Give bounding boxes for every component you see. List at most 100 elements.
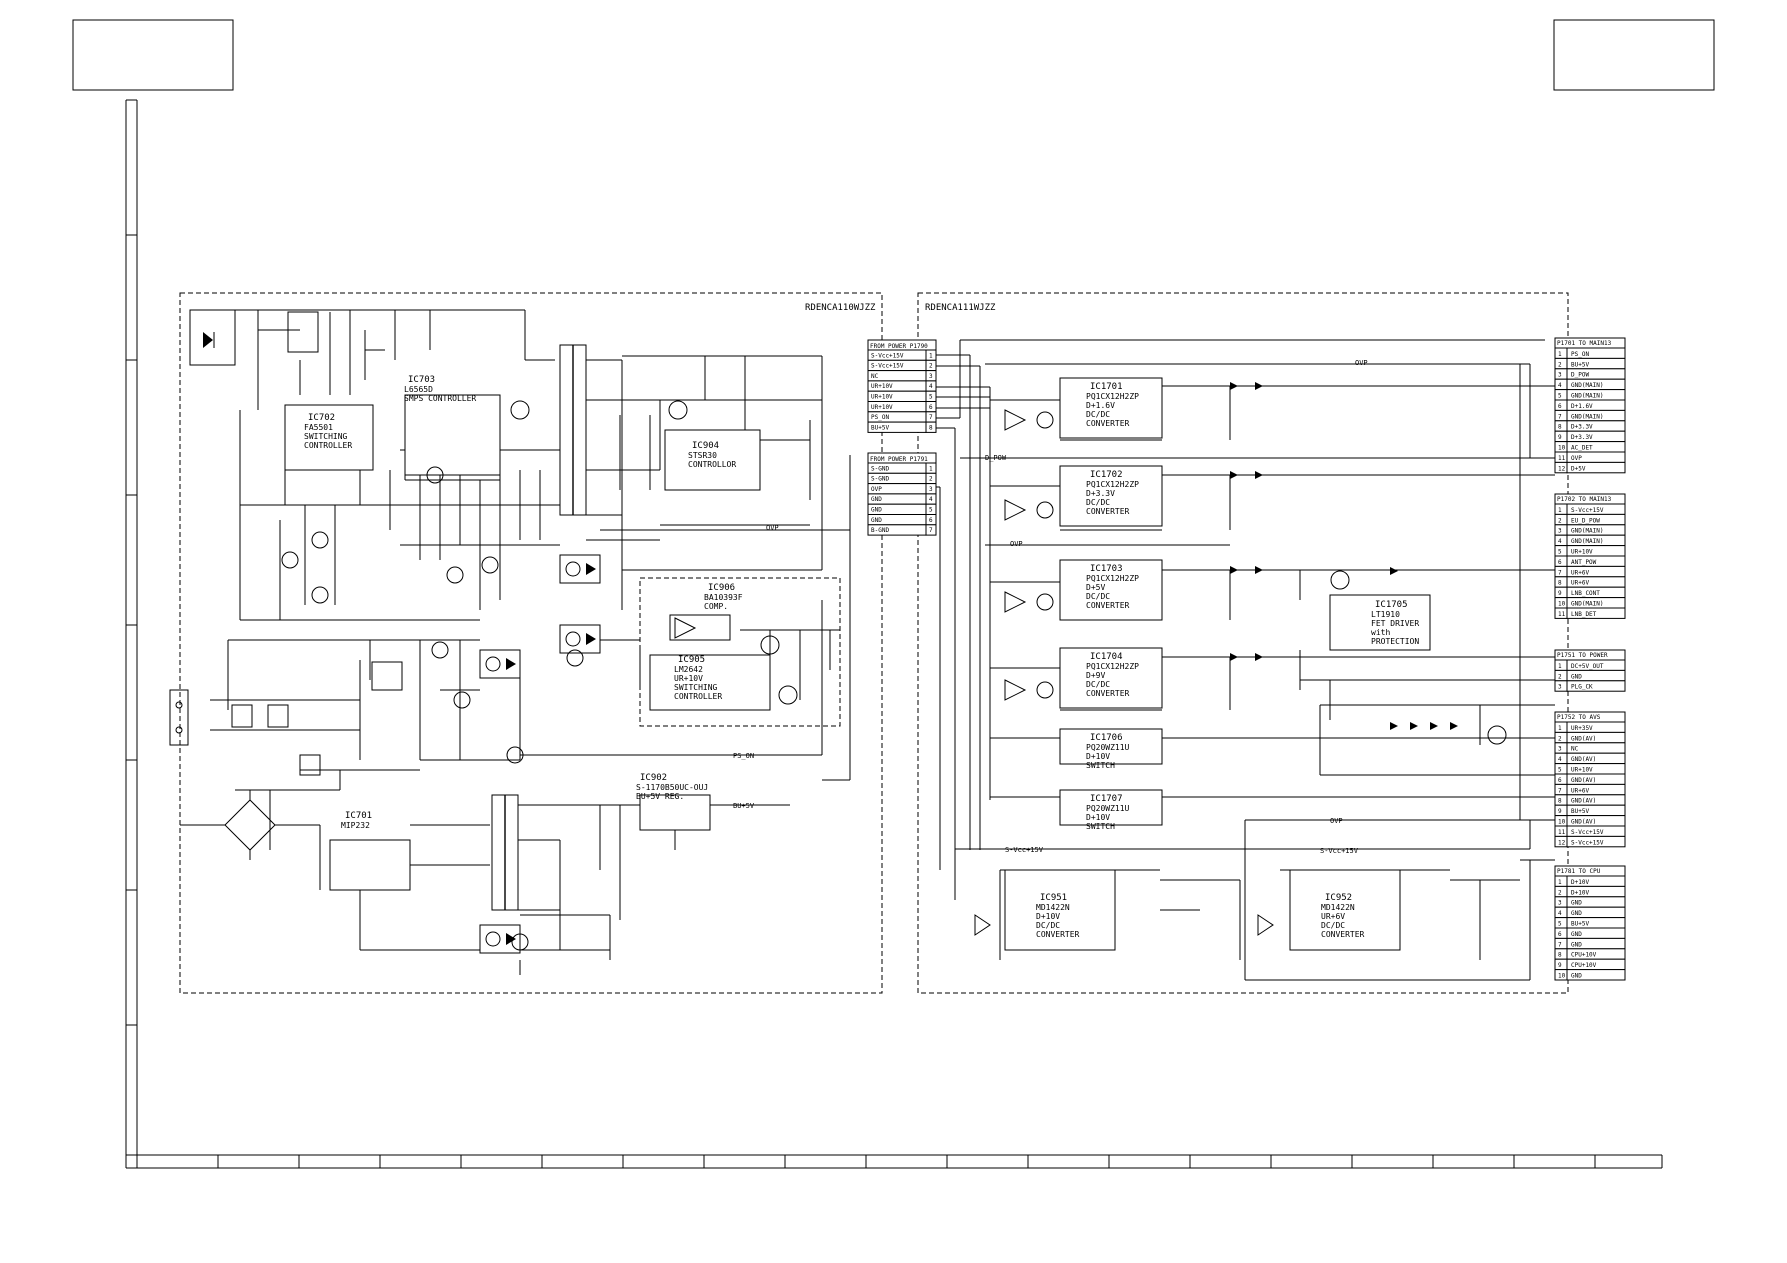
pin-label: GND: [871, 517, 882, 524]
pin-label: BU+5V: [1571, 361, 1589, 368]
ic-line: DC/DC: [1086, 410, 1110, 419]
ic-line: UR+10V: [674, 674, 703, 683]
ic-line: FA5501: [304, 423, 333, 432]
ic-line: SMPS CONTROLLER: [404, 394, 476, 403]
pin-label: EU_D_POW: [1571, 517, 1600, 524]
ic-line: PQ1CX12H2ZP: [1086, 392, 1139, 401]
ic-line: CONVERTER: [1321, 930, 1365, 939]
ic-line: D+10V: [1086, 813, 1110, 822]
pin-label: GND(AV): [1571, 819, 1596, 826]
pin-label: D+10V: [1571, 889, 1589, 896]
misc-parts-left: [169, 466, 584, 951]
pin-number: 7: [929, 527, 933, 534]
pin-number: 4: [1558, 910, 1562, 917]
pin-label: GND: [1571, 900, 1582, 907]
pin-label: GND: [1571, 673, 1582, 680]
pin-number: 5: [1558, 393, 1562, 400]
pin-number: 2: [1558, 889, 1562, 896]
ic-ref-ic701: IC701: [345, 811, 372, 821]
pin-number: 3: [1558, 528, 1562, 535]
pin-label: UR+6V: [1571, 569, 1589, 576]
ic-ref-ic1707: IC1707: [1090, 794, 1123, 804]
sheet-frame: [125, 99, 1663, 1169]
pin-number: 4: [1558, 538, 1562, 545]
pin-label: GND(MAIN): [1571, 393, 1604, 400]
ic-ref-ic906: IC906: [708, 583, 735, 593]
pin-number: 5: [1558, 921, 1562, 928]
pin-number: 11: [1558, 829, 1566, 836]
ic-line: LT1910: [1371, 610, 1400, 619]
p1702-title: P1702 TO MAIN13: [1557, 496, 1612, 503]
sub-block-ic905: [639, 577, 841, 727]
pin-number: 8: [1558, 798, 1562, 805]
board-outline-left: [179, 292, 883, 994]
pin-number: 10: [1558, 445, 1566, 452]
pin-number: 10: [1558, 819, 1566, 826]
pin-number: 7: [1558, 787, 1562, 794]
pin-label: D+3.3V: [1571, 434, 1593, 441]
ic-ref-ic951: IC951: [1040, 893, 1067, 903]
ic-line: STSR30: [688, 451, 717, 460]
pin-label: AC_DET: [1571, 445, 1593, 452]
pin-number: 2: [929, 363, 933, 370]
ic-line: CONVERTER: [1086, 507, 1130, 516]
p1790-title: FROM POWER P1790: [870, 343, 928, 350]
ic-line: L6565D: [404, 385, 433, 394]
ic-line: PQ20WZ11U: [1086, 804, 1130, 813]
ic-ref-ic1702: IC1702: [1090, 470, 1123, 480]
ic-line: D+1.6V: [1086, 401, 1115, 410]
pin-label: LNB_DET: [1571, 611, 1597, 618]
pin-label: S-Vcc+15V: [871, 363, 904, 370]
pin-label: OVP: [871, 486, 882, 493]
pin-number: 3: [1558, 900, 1562, 907]
pin-label: GND(MAIN): [1571, 538, 1604, 545]
pin-label: D_POW: [1571, 372, 1589, 379]
pin-label: GND: [1571, 910, 1582, 917]
ic-line: BU+5V REG.: [636, 792, 684, 801]
pin-number: 6: [1558, 931, 1562, 938]
pin-label: UR+35V: [1571, 725, 1593, 732]
pin-number: 7: [1558, 569, 1562, 576]
board-label-left: RDENCA110WJZZ: [805, 303, 876, 313]
pin-label: UR+10V: [1571, 549, 1593, 556]
ic-ref-ic1704: IC1704: [1090, 652, 1123, 662]
pin-number: 10: [1558, 601, 1566, 608]
pin-number: 6: [929, 517, 933, 524]
ic-line: D+5V: [1086, 583, 1105, 592]
pin-number: 6: [1558, 777, 1562, 784]
pin-label: UR+10V: [871, 383, 893, 390]
pin-label: OVP: [1571, 455, 1582, 462]
pin-number: 1: [1558, 725, 1562, 732]
pin-number: 5: [929, 507, 933, 514]
pin-number: 1: [1558, 663, 1562, 670]
ic-line: CONTROLLER: [674, 692, 722, 701]
pin-label: NC: [1571, 746, 1579, 753]
pin-number: 4: [1558, 756, 1562, 763]
ic-line: LM2642: [674, 665, 703, 674]
pin-number: 2: [1558, 361, 1562, 368]
pin-number: 11: [1558, 455, 1566, 462]
pin-number: 4: [929, 383, 933, 390]
net-svcc15v: S-Vcc+15V: [1005, 846, 1044, 854]
p1751-title: P1751 TO POWER: [1557, 652, 1608, 659]
pin-label: S-Vcc+15V: [1571, 507, 1604, 514]
pin-label: B-GND: [871, 527, 889, 534]
ic-line: CONVERTER: [1086, 689, 1130, 698]
pin-number: 7: [1558, 941, 1562, 948]
board-label-right: RDENCA111WJZZ: [925, 303, 996, 313]
ic-line: PQ20WZ11U: [1086, 743, 1130, 752]
pin-number: 1: [929, 465, 933, 472]
pin-label: GND(MAIN): [1571, 601, 1604, 608]
pin-number: 5: [1558, 549, 1562, 556]
p1791-title: FROM POWER P1791: [870, 456, 928, 463]
p1781-title: P1781 TO CPU: [1557, 868, 1601, 875]
ic-line: DC/DC: [1321, 921, 1345, 930]
